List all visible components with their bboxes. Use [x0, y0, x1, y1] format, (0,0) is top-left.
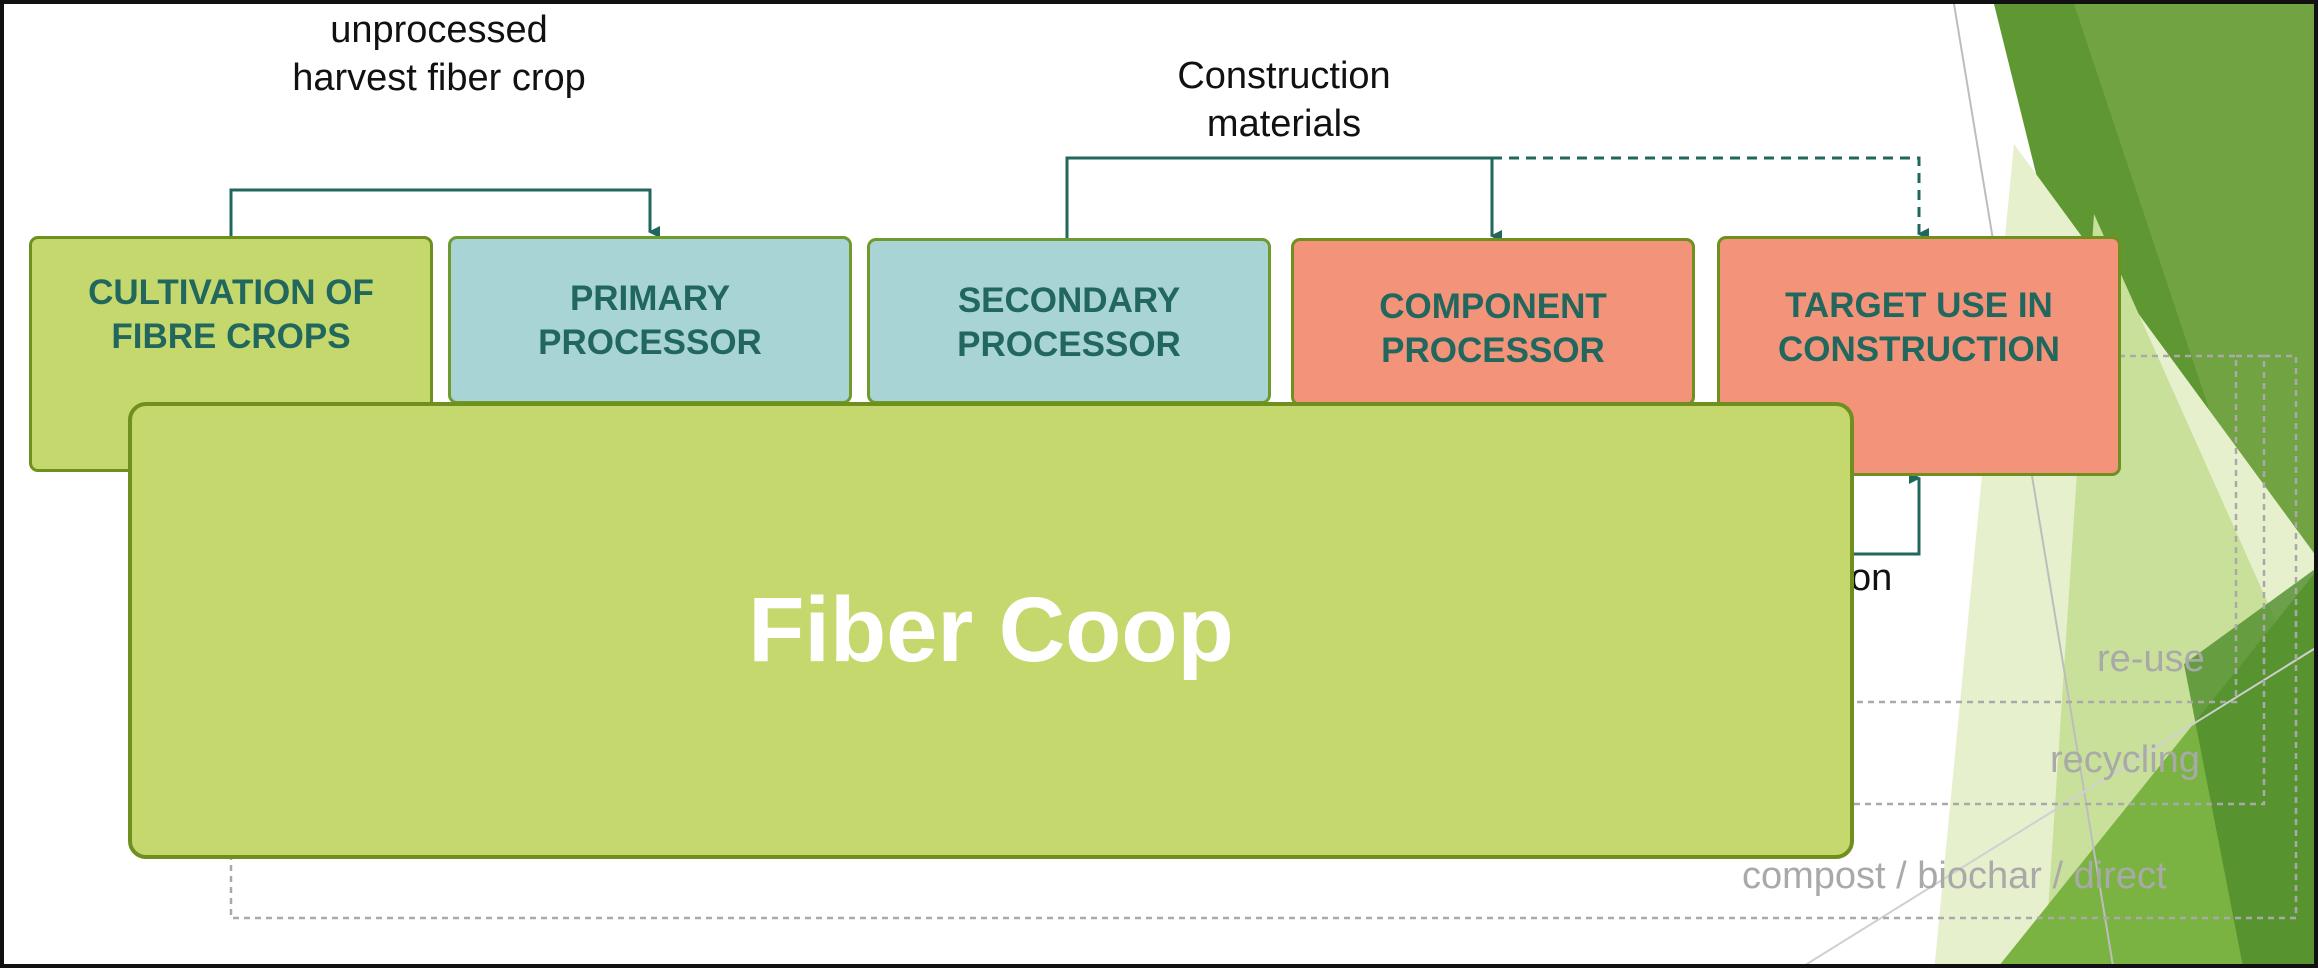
box-secondary-processor: SECONDARY PROCESSOR — [867, 238, 1271, 404]
arrow-cultivation-to-primary — [229, 188, 660, 238]
loop-reuse-line — [1852, 354, 2238, 704]
recycling-label: recycling — [2050, 739, 2200, 781]
fiber-coop-box: Fiber Coop — [128, 402, 1854, 859]
unprocessed-harvest-label: unprocessed harvest fiber crop — [292, 9, 586, 99]
loop-compost-line — [229, 354, 2298, 920]
arrow-secondary-to-target-dashed — [1067, 156, 1929, 240]
arrow-coop-to-target — [1854, 472, 1921, 556]
connectors — [229, 156, 2298, 920]
construction-materials-label: Construction materials — [1177, 55, 1391, 145]
reuse-label: re-use — [2097, 638, 2205, 680]
box-target-use-label: TARGET USE IN CONSTRUCTION — [1778, 286, 2060, 369]
box-component-processor: COMPONENT PROCESSOR — [1291, 238, 1695, 406]
partial-hidden-label: on — [1850, 557, 1893, 599]
compost-label: compost / biochar / direct — [1742, 855, 2167, 897]
box-component-processor-label: COMPONENT PROCESSOR — [1379, 287, 1607, 370]
box-target-use: TARGET USE IN CONSTRUCTION — [1717, 236, 2121, 476]
box-primary-processor-label: PRIMARY PROCESSOR — [538, 279, 762, 362]
deco-thin-line-1 — [1953, 4, 2114, 964]
deco-thin-line-2 — [1804, 647, 2314, 964]
arrow-secondary-to-component — [1065, 156, 1502, 242]
box-secondary-processor-label: SECONDARY PROCESSOR — [957, 281, 1181, 364]
loop-recycling-line — [1852, 354, 2266, 806]
box-primary-processor: PRIMARY PROCESSOR — [448, 236, 852, 404]
fiber-coop-label: Fiber Coop — [748, 579, 1234, 681]
box-cultivation-label: CULTIVATION OF FIBRE CROPS — [88, 273, 374, 356]
